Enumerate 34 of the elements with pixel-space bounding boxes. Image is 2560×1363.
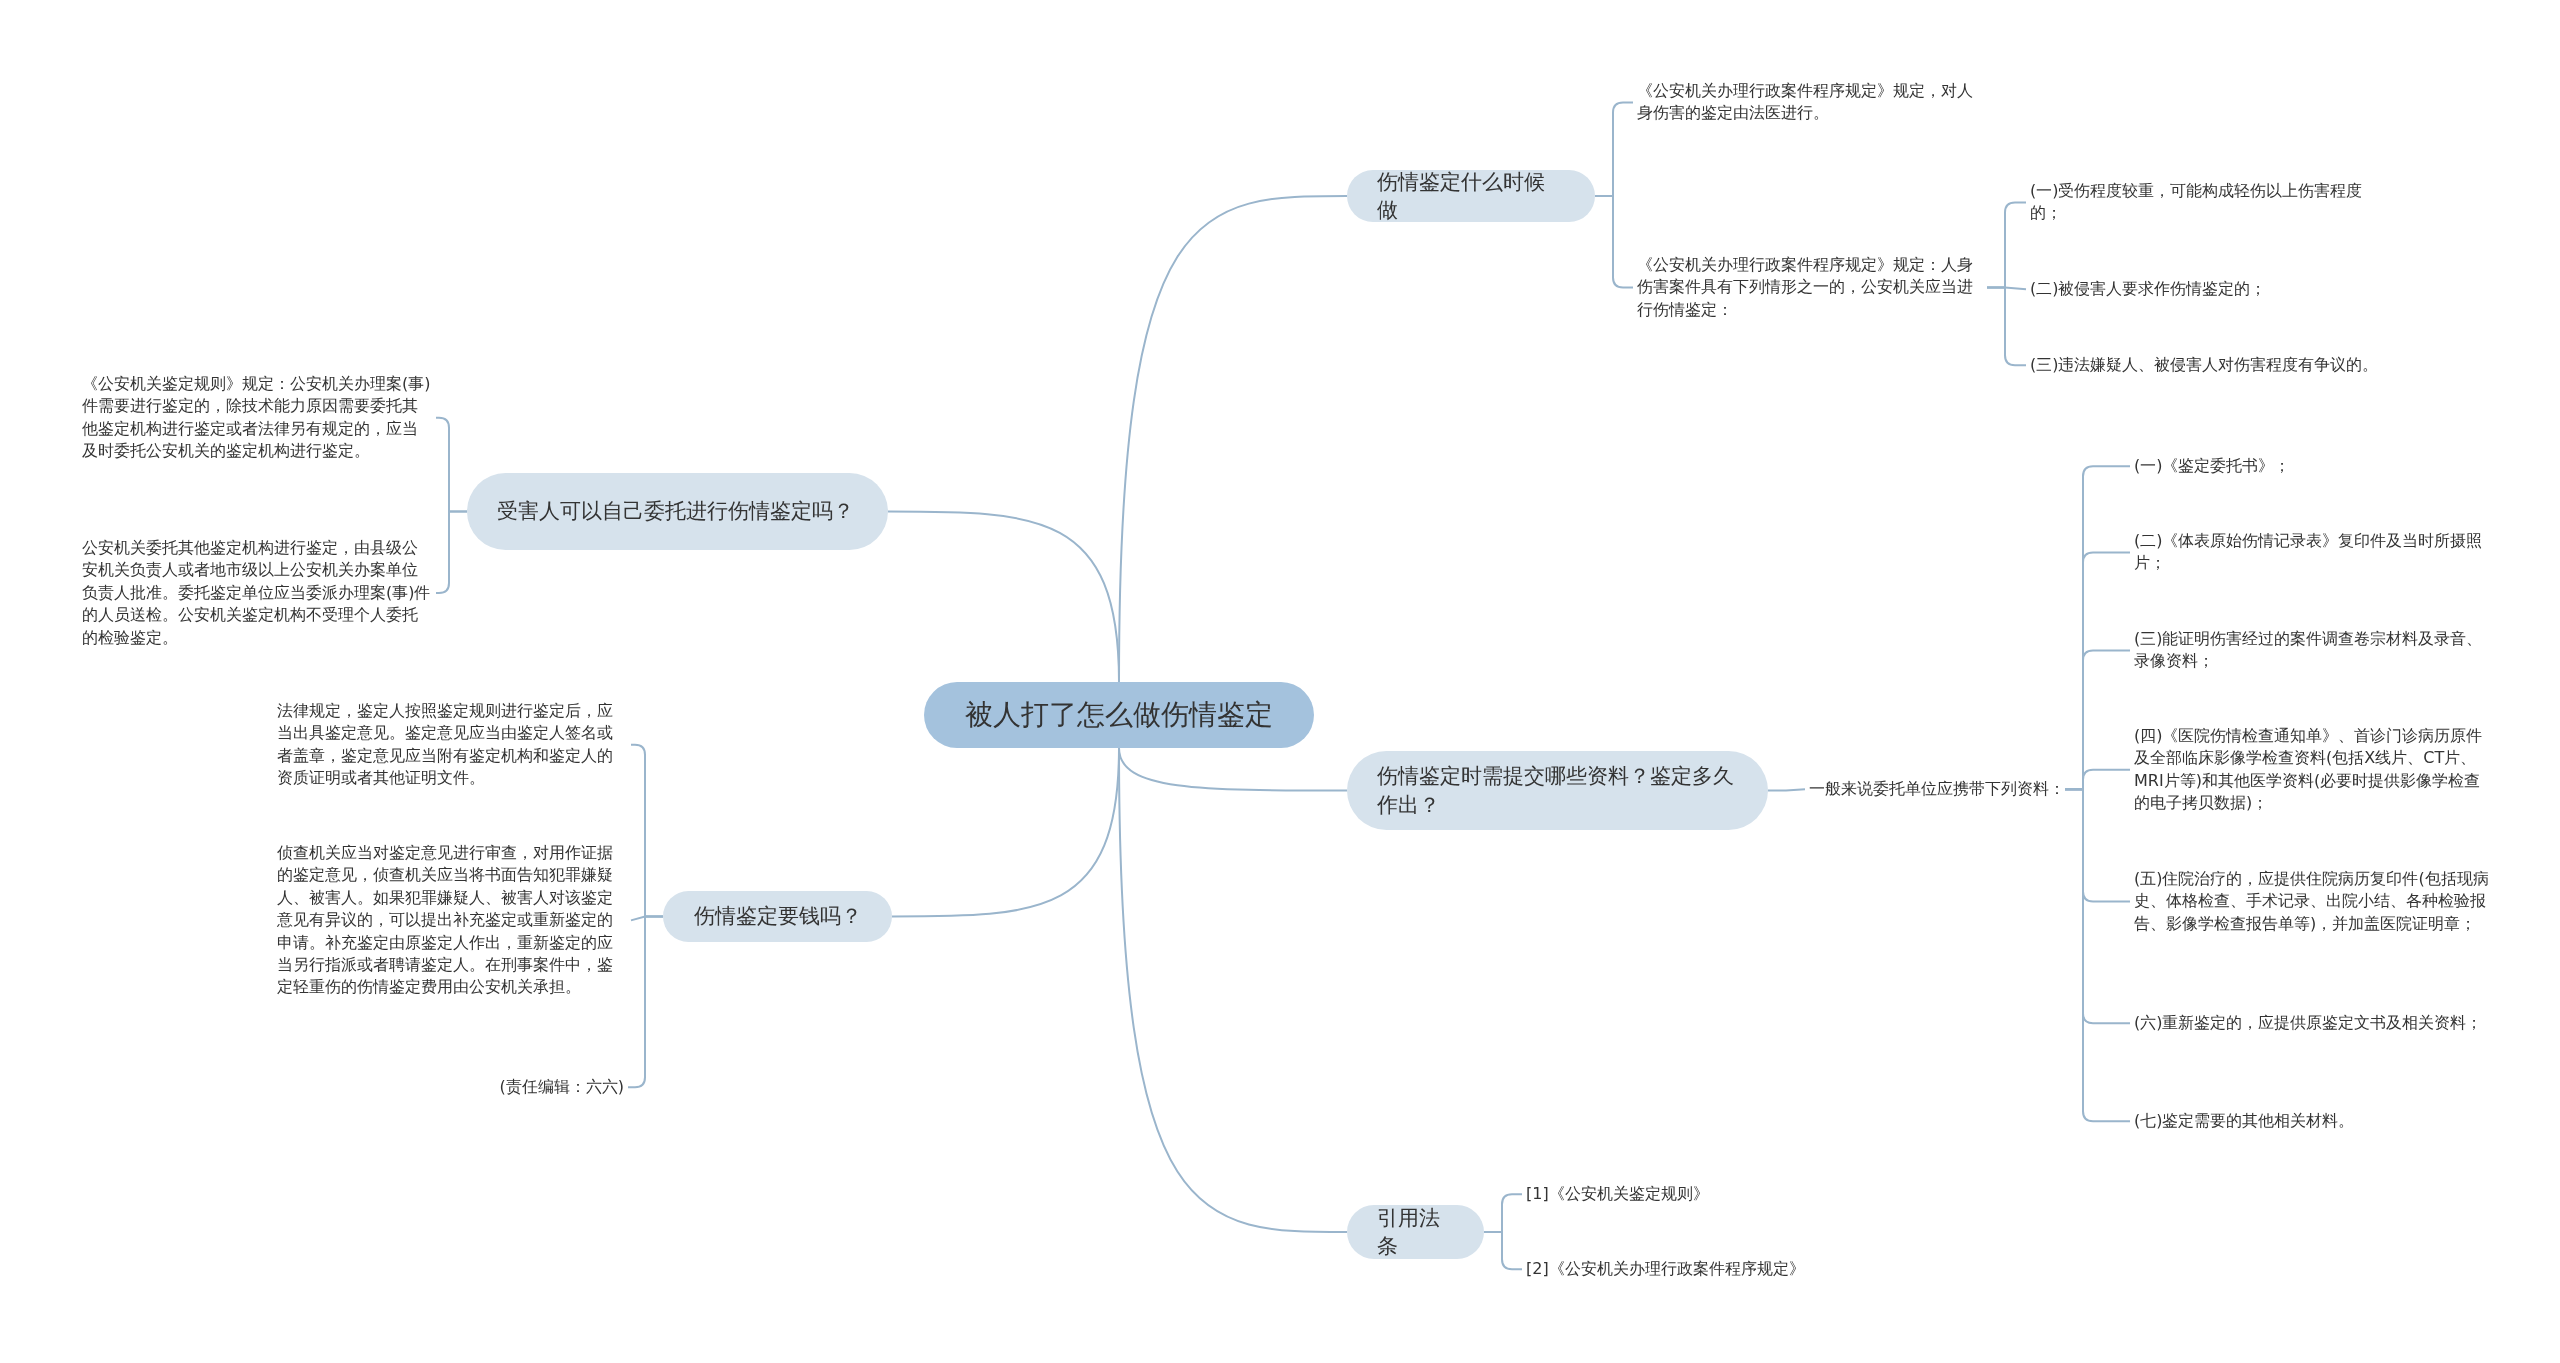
connector-line bbox=[2064, 788, 2131, 1123]
note-text: 法律规定，鉴定人按照鉴定规则进行鉴定后，应当出具鉴定意见。鉴定意见应当由鉴定人签名或者盖章，鉴定意见应当附有鉴定机构和鉴定人的资质证明或者其他证明文件。 bbox=[277, 700, 627, 790]
topic-pill bbox=[1347, 1205, 1484, 1259]
topic-text: 引用法条 bbox=[1377, 1204, 1441, 1260]
note-text: 侦查机关应当对鉴定意见进行审查，对用作证据的鉴定意见，侦查机关应当将书面告知犯罪嫌疑人、被害人。如果犯罪嫌疑人、被害人对该鉴定意见有异议的，可以提出补充鉴定或重新鉴定的申请。补充鉴定由原鉴定人作出，重新鉴定的应当另行指派或者聘请鉴定人。在刑事案件中，鉴定轻重伤的伤情鉴定费用由公安机关承担。 bbox=[277, 842, 627, 999]
connector-line bbox=[1767, 788, 1806, 792]
note-text: (五)住院治疗的，应提供住院病历复印件(包括现病史、体格检查、手术记录、出院小结、各种检验报告、影像学检查报告单等)，并加盖医院证明章； bbox=[2134, 868, 2494, 936]
topic-text: 伤情鉴定什么时候做 bbox=[1377, 168, 1546, 224]
topic-text: 受害人可以自己委托进行伤情鉴定吗？ bbox=[497, 498, 854, 526]
note-text: (七)鉴定需要的其他相关材料。 bbox=[2134, 1110, 2494, 1133]
note-text: (二)《体表原始伤情记录表》复印件及当时所摄照片； bbox=[2134, 530, 2494, 575]
topic-pill bbox=[663, 891, 892, 942]
note-text: (三)能证明伤害经过的案件调查卷宗材料及录音、录像资料； bbox=[2134, 628, 2494, 673]
note-text: 一般来说委托单位应携带下列资料： bbox=[1809, 778, 2065, 801]
topic-text: 伤情鉴定时需提交哪些资料？鉴定多久作出？ bbox=[1377, 763, 1735, 819]
note-text: (一)受伤程度较重，可能构成轻伤以上伤害程度的； bbox=[2030, 180, 2390, 225]
topic-text: 被人打了怎么做伤情鉴定 bbox=[965, 697, 1273, 734]
topic-text: 伤情鉴定要钱吗？ bbox=[693, 903, 862, 931]
note-text: (六)重新鉴定的，应提供原鉴定文书及相关资料； bbox=[2134, 1012, 2494, 1035]
note-text: (三)违法嫌疑人、被侵害人对伤害程度有争议的。 bbox=[2030, 354, 2390, 377]
note-text: 《公安机关办理行政案件程序规定》规定，对人身伤害的鉴定由法医进行。 bbox=[1637, 80, 1987, 125]
note-text: (责任编辑：六六) bbox=[499, 1076, 624, 1099]
connector-line bbox=[1594, 195, 1634, 289]
note-text: [2]《公安机关办理行政案件程序规定》 bbox=[1526, 1258, 1805, 1281]
topic-pill bbox=[1347, 170, 1595, 222]
note-text: [1]《公安机关鉴定规则》 bbox=[1526, 1183, 1709, 1206]
note-text: (四)《医院伤情检查通知单》、首诊门诊病历原件及全部临床影像学检查资料(包括X线片、CT片、MRI片等)和其他医学资料(必要时提供影像学检查的电子拷贝数据)； bbox=[2134, 725, 2494, 815]
note-text: 《公安机关办理行政案件程序规定》规定：人身伤害案件具有下列情形之一的，公安机关应当进行伤情鉴定： bbox=[1637, 254, 1987, 322]
connector-line bbox=[435, 510, 468, 594]
note-text: (一)《鉴定委托书》； bbox=[2134, 455, 2494, 478]
note-text: (二)被侵害人要求作伤情鉴定的； bbox=[2030, 278, 2390, 301]
note-text: 《公安机关鉴定规则》规定：公安机关办理案(事)件需要进行鉴定的，除技术能力原因需要委托其他鉴定机构进行鉴定或者法律另有规定的，应当及时委托公安机关的鉴定机构进行鉴定。 bbox=[82, 373, 432, 463]
note-text: 公安机关委托其他鉴定机构进行鉴定，由县级公安机关负责人或者地市级以上公安机关办案单位负责人批准。委托鉴定单位应当委派办理案(事)件的人员送检。公安机关鉴定机构不受理个人委托的检验鉴定。 bbox=[82, 537, 432, 649]
connector-line bbox=[1483, 1231, 1523, 1271]
